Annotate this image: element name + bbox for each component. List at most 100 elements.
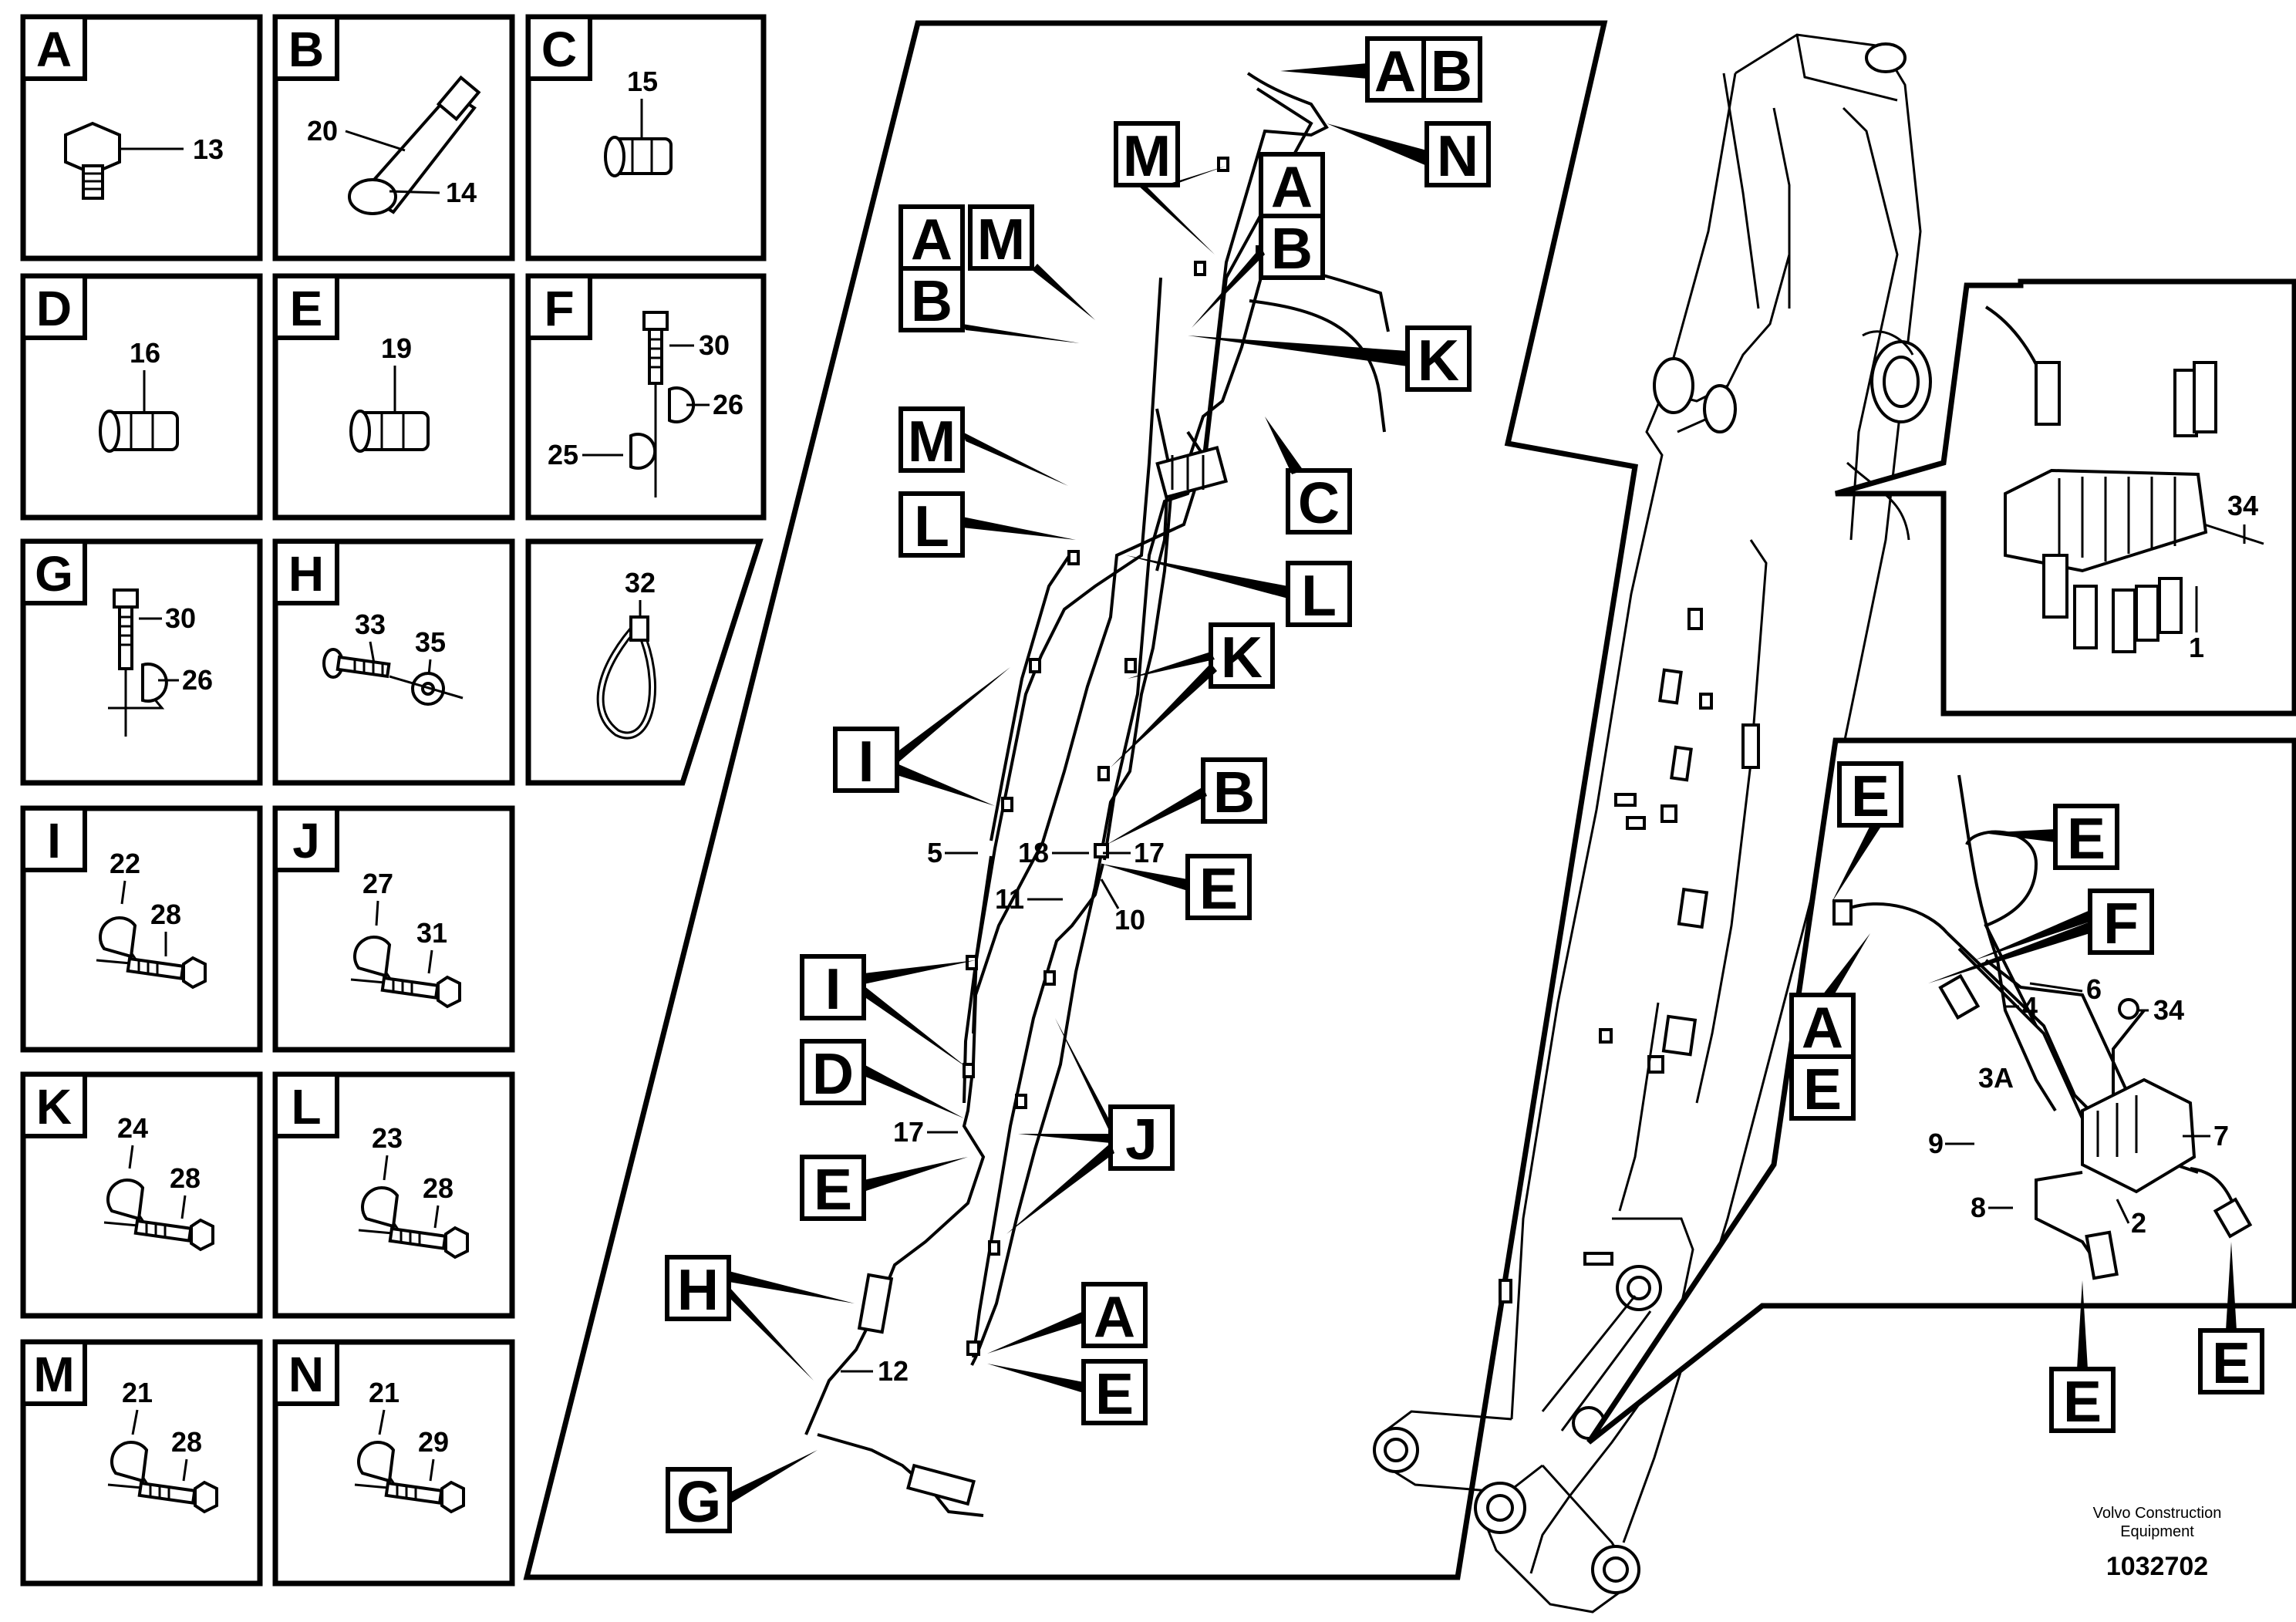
part-number-28: 28 (170, 1162, 201, 1194)
detail-panel-b: B 20 14 (272, 14, 515, 261)
clamp-bolt-icon (108, 588, 168, 737)
panel-letter-k: K (36, 1079, 72, 1135)
svg-text:E: E (1803, 1057, 1842, 1121)
tag-k-mid: K (1111, 622, 1275, 767)
tag-c-center: C (1265, 416, 1352, 535)
part-number-4: 4 (2022, 991, 2038, 1023)
detail-panel-h: H 33 35 (272, 538, 515, 786)
detail-panel-n: N 21 29 (272, 1339, 515, 1587)
tag-e-lower: E (800, 1155, 968, 1222)
svg-text:M: M (1123, 123, 1171, 188)
clamp-half-bolt-icon (107, 1441, 218, 1514)
panel-letter-a: A (36, 22, 72, 77)
detail-panel-m: M 21 28 (20, 1339, 263, 1587)
bolt-washer-icon (322, 648, 464, 706)
svg-text:A: A (1094, 1284, 1135, 1349)
tag-l-left: L (899, 491, 1076, 558)
hose-connection-detail-panel: E E F A E E E (1586, 737, 2296, 1445)
tag-m-left: M (968, 204, 1095, 320)
tag-b-mid: B (1107, 757, 1267, 845)
part-number-21: 21 (369, 1377, 400, 1408)
part-number-5: 5 (927, 837, 942, 868)
part-number-18: 18 (1018, 837, 1049, 868)
tag-e-bottom: E (987, 1359, 1148, 1426)
clamp-half-bolt-icon (103, 1179, 214, 1252)
tag-e-hd-2: E (1982, 804, 2119, 871)
tag-j-lower: J (1006, 1018, 1175, 1234)
hose-routing-zoom-panel: A B N M A B A B (523, 20, 1638, 1580)
clamp-bolt-icon (629, 311, 696, 497)
part-number-26: 26 (713, 389, 743, 420)
svg-text:G: G (676, 1469, 721, 1534)
svg-text:H: H (677, 1257, 719, 1322)
part-number-34: 34 (2227, 490, 2258, 521)
part-number-6: 6 (2086, 973, 2102, 1005)
part-number-17: 17 (893, 1116, 924, 1148)
part-number-17: 17 (1134, 837, 1165, 868)
part-number-23: 23 (372, 1122, 403, 1154)
detail-panel-k: K 24 28 (20, 1071, 263, 1319)
svg-text:E: E (2212, 1330, 2250, 1395)
svg-text:M: M (977, 207, 1025, 271)
reducer-union-icon (349, 410, 430, 453)
valve-block-detail-panel: 34 1 (1835, 278, 2296, 717)
panel-letter-i: I (47, 813, 61, 868)
svg-text:E: E (2063, 1369, 2102, 1434)
detail-panel-j: J 27 31 (272, 805, 515, 1053)
svg-text:B: B (1213, 760, 1255, 824)
svg-text:A: A (911, 207, 952, 271)
part-number-19: 19 (381, 332, 412, 364)
tag-a-b-left: A B (899, 204, 1080, 343)
tag-a-b-right: A B (1192, 152, 1325, 328)
svg-text:F: F (2103, 891, 2139, 956)
svg-text:K: K (1221, 625, 1263, 690)
part-number-20: 20 (307, 115, 338, 147)
part-number-24: 24 (117, 1112, 148, 1144)
panel-letter-j: J (292, 813, 320, 868)
svg-text:I: I (858, 729, 875, 794)
part-number-11: 11 (995, 883, 1024, 915)
part-number-32: 32 (625, 567, 656, 599)
tag-l-right: L (1126, 555, 1352, 628)
clamp-half-bolt-icon (350, 936, 461, 1009)
part-number-22: 22 (110, 848, 140, 879)
tag-e-hd-1: E (1832, 761, 1903, 902)
panel-letter-h: H (288, 546, 324, 602)
tag-e-hd-bottom-left: E (2049, 1280, 2116, 1434)
tag-k-top: K (1188, 325, 1472, 393)
panel-letter-m: M (33, 1347, 74, 1402)
svg-text:E: E (1199, 856, 1238, 921)
svg-text:A: A (1271, 154, 1313, 219)
svg-text:J: J (1125, 1107, 1158, 1172)
svg-text:D: D (812, 1041, 854, 1106)
panel-letter-e: E (290, 281, 323, 336)
valve-block-center (906, 445, 1229, 1506)
tag-a-top: A B (1280, 36, 1482, 103)
panel-letter-d: D (36, 281, 72, 336)
svg-text:C: C (1298, 470, 1340, 535)
part-number-25: 25 (548, 439, 578, 470)
credit-line-2: Equipment (2120, 1523, 2194, 1540)
svg-text:E: E (1851, 764, 1890, 828)
part-number-28: 28 (171, 1426, 202, 1458)
part-number-7: 7 (2213, 1120, 2229, 1152)
elbow-fitting-icon (64, 121, 121, 200)
tag-i-mid: I (833, 667, 1010, 806)
clamp-half-bolt-icon (354, 1441, 465, 1514)
panel-letter-n: N (288, 1347, 324, 1402)
part-number-14: 14 (446, 177, 477, 208)
part-number-15: 15 (627, 66, 658, 97)
cable-tie-icon (596, 615, 656, 740)
tag-n: N (1327, 121, 1491, 188)
svg-text:K: K (1418, 328, 1459, 393)
part-number-34: 34 (2153, 994, 2184, 1026)
panel-letter-b: B (288, 22, 324, 77)
part-number-12: 12 (878, 1355, 909, 1387)
test-coupling-icon (348, 75, 481, 215)
straight-union-icon (604, 136, 673, 177)
part-number-16: 16 (130, 337, 160, 369)
svg-text:A: A (1374, 39, 1416, 103)
svg-text:B: B (1431, 39, 1472, 103)
tag-e-mid: E (1101, 854, 1252, 921)
